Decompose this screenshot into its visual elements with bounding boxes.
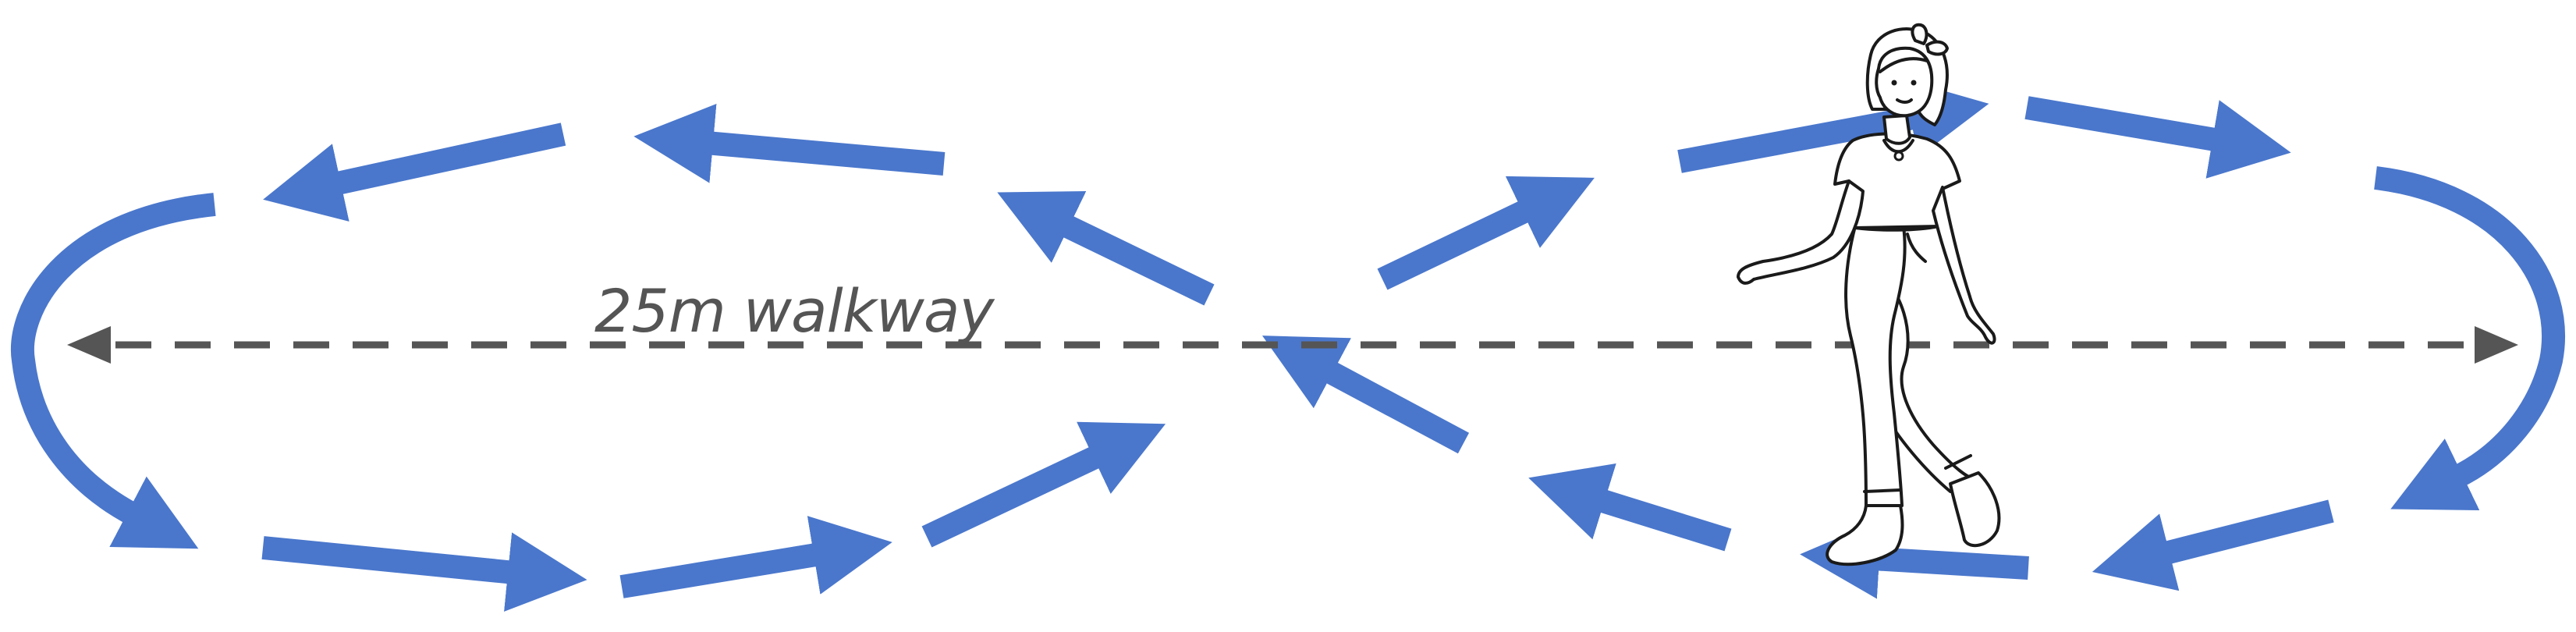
path-arrow-6 xyxy=(619,516,892,598)
path-arrow-13 xyxy=(2092,499,2334,591)
walkway-arrowhead-left-icon xyxy=(67,326,111,364)
path-arrow-15 xyxy=(1528,463,1732,552)
path-arrow-2 xyxy=(633,103,946,183)
path-arrow-8 xyxy=(1261,336,1470,454)
path-arrow-1 xyxy=(997,191,1215,306)
walkway-measure: 25m walkway xyxy=(67,276,2518,364)
figure-eight-path xyxy=(11,79,2565,612)
walking-woman-illustration xyxy=(1737,23,2001,566)
walkway-arrowhead-right-icon xyxy=(2475,326,2518,364)
path-arrow-4 xyxy=(11,193,216,549)
path-arrow-7 xyxy=(921,421,1166,548)
path-arrow-14 xyxy=(1800,519,2029,599)
path-arrow-9 xyxy=(1377,176,1595,290)
path-arrow-12 xyxy=(2374,166,2565,510)
path-arrow-11 xyxy=(2024,96,2291,179)
path-arrow-3 xyxy=(263,122,566,222)
path-arrow-5 xyxy=(261,532,587,612)
path-arrow-10 xyxy=(1677,79,1989,173)
walkway-label: 25m walkway xyxy=(594,276,995,346)
